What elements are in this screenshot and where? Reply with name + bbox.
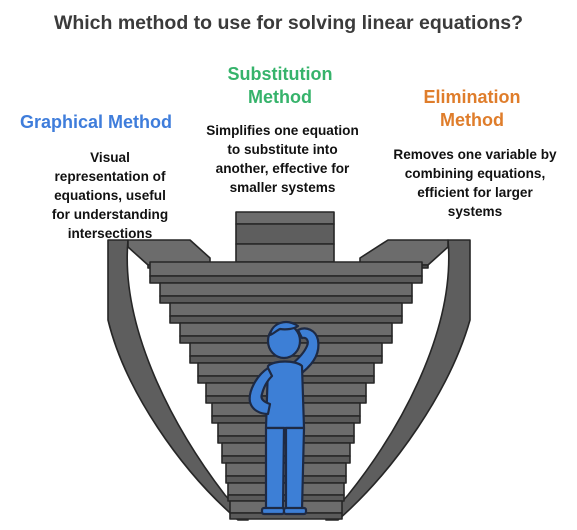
graphical-method-title-text: Graphical Method — [19, 112, 172, 132]
elimination-desc-line-2: combining equations, — [404, 166, 546, 181]
elimination-desc-line-1: Removes one variable by — [393, 147, 557, 162]
substitution-desc-line-3: another, effective for — [215, 161, 350, 176]
graphical-desc-line-2: representation of — [54, 169, 166, 184]
graphical-desc-line-1: Visual — [90, 150, 130, 165]
person-left-leg — [264, 426, 286, 512]
substitution-method-title: Substitution Method — [195, 63, 365, 109]
elimination-title-line-1: Elimination — [423, 87, 521, 107]
substitution-desc-line-2: to substitute into — [227, 142, 338, 157]
graphical-method-description: Visual representation of equations, usef… — [20, 148, 200, 243]
elimination-method-description: Removes one variable by combining equati… — [380, 145, 570, 221]
person-torso — [264, 360, 306, 430]
person-right-leg — [284, 426, 306, 512]
substitution-title-line-2: Method — [248, 87, 312, 107]
elimination-desc-line-4: systems — [447, 204, 503, 219]
substitution-title-line-1: Substitution — [227, 64, 333, 84]
person-left-foot — [260, 506, 286, 516]
person-right-foot — [282, 506, 308, 516]
graphical-method-title: Graphical Method — [8, 111, 184, 134]
graphical-desc-line-5: intersections — [67, 226, 153, 241]
elimination-method-title: Elimination Method — [387, 86, 557, 132]
page-title: Which method to use for solving linear e… — [53, 12, 524, 34]
graphical-desc-line-3: equations, useful — [54, 188, 166, 203]
substitution-method-description: Simplifies one equation to substitute in… — [190, 121, 375, 197]
substitution-desc-line-1: Simplifies one equation — [206, 123, 359, 138]
person-hair — [268, 321, 300, 337]
elimination-desc-line-3: efficient for larger — [417, 185, 533, 200]
person-hip-arm — [248, 366, 274, 416]
person-raised-arm — [290, 327, 320, 374]
graphical-desc-line-4: for understanding — [51, 207, 169, 222]
elimination-title-line-2: Method — [440, 110, 504, 130]
substitution-desc-line-4: smaller systems — [229, 180, 336, 195]
